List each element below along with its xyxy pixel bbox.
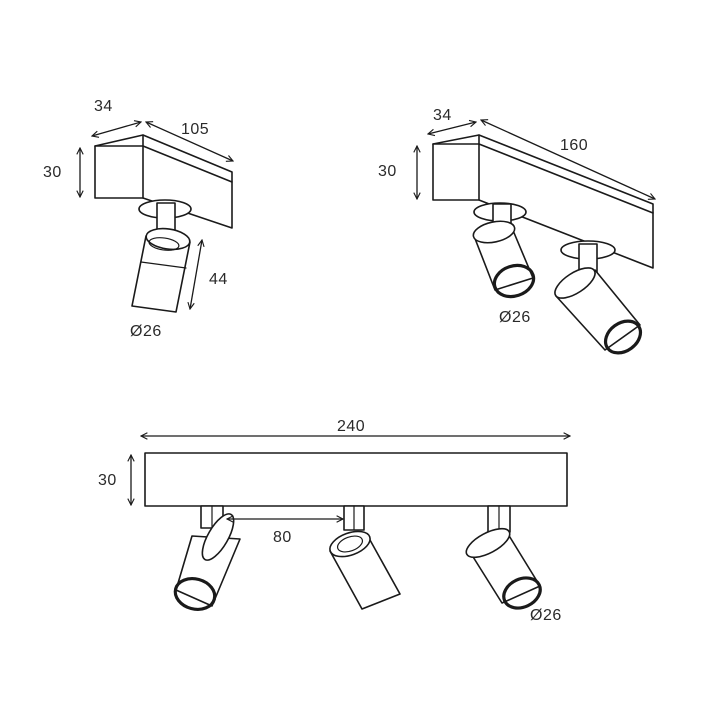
double-depth-dimension — [428, 122, 476, 134]
triple-spacing-label: 80 — [273, 529, 292, 546]
double-spot-diameter-label: Ø26 — [499, 309, 531, 326]
triple-length-label: 240 — [337, 418, 365, 435]
double-depth-label: 34 — [433, 107, 452, 124]
single-spot-light — [131, 199, 192, 313]
single-depth-label: 34 — [94, 98, 113, 115]
single-spot-length-label: 44 — [209, 271, 228, 288]
triple-spot-light-2 — [329, 505, 401, 610]
triple-spot-light-1 — [173, 505, 241, 611]
double-length-label: 160 — [560, 137, 588, 154]
single-height-label: 30 — [43, 164, 62, 181]
triple-spot-diameter-label: Ø26 — [530, 607, 562, 624]
triple-spot-view: 240 30 80 Ø26 — [98, 418, 570, 624]
single-spot-view: 34 105 30 44 Ø26 — [43, 98, 233, 340]
triple-spot-light-3 — [465, 505, 542, 610]
double-base-box — [432, 134, 654, 269]
triple-base-bar — [144, 452, 568, 507]
triple-height-label: 30 — [98, 472, 117, 489]
double-spot-light-2 — [554, 240, 643, 355]
single-length-label: 105 — [181, 121, 209, 138]
double-spot-light-1 — [472, 202, 536, 299]
double-spot-view: 34 160 30 Ø26 — [378, 107, 655, 355]
double-height-label: 30 — [378, 163, 397, 180]
single-spot-length-dimension — [190, 240, 202, 309]
double-length-dimension — [481, 120, 655, 199]
single-length-dimension — [146, 122, 233, 161]
single-spot-diameter-label: Ø26 — [130, 323, 162, 340]
single-depth-dimension — [92, 122, 141, 136]
